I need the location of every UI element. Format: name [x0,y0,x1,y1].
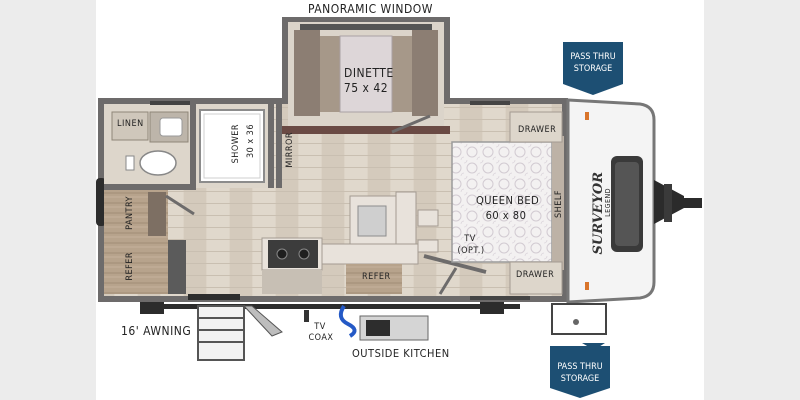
shelf [552,136,564,270]
island-end [395,191,417,247]
spare-tire [96,178,106,226]
window [470,101,510,105]
stabilizer [140,302,164,314]
badge-bottom-line2: STORAGE [560,374,600,384]
front-window-glass [615,162,639,246]
badge-pointer [582,343,605,350]
burner [276,248,288,260]
marker-light [585,282,589,290]
burner [298,248,310,260]
badge-bottom-line1: PASS THRU [557,362,603,372]
stabilizer [480,302,504,314]
pass-thru-badge-top [563,42,623,95]
label-drawer-top: DRAWER [518,125,557,135]
label-shelf: SHELF [554,190,564,219]
marker-light [585,112,589,120]
label-tv-opt: (OPT.) [457,246,485,256]
label-linen: LINEN [117,119,144,129]
label-pantry: PANTRY [125,196,135,230]
kitchen-hose [338,304,357,338]
outside-griddle [366,320,390,336]
pass-thru-door [551,303,607,335]
label-queen-bed-size: 60 x 80 [485,209,527,222]
refer-door-left [168,240,186,294]
label-outside-kitchen: OUTSIDE KITCHEN [352,347,450,360]
galley-sink [357,205,387,237]
entry-door-swing [438,267,458,295]
dinette-seat-left [294,30,320,116]
jack [664,184,672,222]
linen-cabinet [111,111,149,141]
shower-wall [268,104,274,188]
label-tv-coax-2: COAX [308,333,334,343]
coupler [684,198,702,208]
label-shower: SHOWER [231,124,241,164]
label-shower-size: 30 x 36 [246,124,256,159]
pantry-door-swing [165,194,195,216]
drawer-top [509,111,563,143]
island-counter-bottom [321,243,419,265]
label-dinette-size: 75 x 42 [343,81,389,95]
toilet-tank [125,155,135,171]
window [470,296,530,300]
dinette-table [339,35,393,113]
mirror-wall [276,104,282,188]
label-refer-left: REFER [125,252,135,281]
label-panoramic-window: PANORAMIC WINDOW [308,2,433,16]
label-drawer-bottom: DRAWER [516,270,555,280]
dinette-seat-right [412,30,438,116]
shower-pan-inner [203,113,261,179]
shower-pan [199,109,265,183]
window [150,101,190,105]
pass-thru-badge-bottom [550,346,610,398]
label-queen-bed: QUEEN BED [476,194,540,207]
side-cabinet [417,239,439,253]
dinette-wall [282,126,450,134]
tv-arm [423,254,487,274]
door-opening [188,294,240,300]
badge-top-line2: STORAGE [573,64,613,74]
tv-coax-port [304,310,309,322]
grab-handle [242,305,283,337]
refer-cabinet-left [104,240,168,294]
pantry-door [148,192,166,236]
label-dinette: DINETTE [344,66,394,80]
panoramic-window-frame [300,24,432,30]
label-tv: TV [464,234,476,244]
label-awning: 16' AWNING [121,324,192,338]
badge-top-line1: PASS THRU [570,52,616,62]
entry-steps [197,305,245,361]
toilet [139,150,177,176]
label-mirror: MIRROR [285,132,295,168]
queen-bed [451,141,553,263]
galley-cabinet [262,270,322,294]
label-tv-coax-1: TV [314,322,326,332]
drawer-bottom [509,261,563,295]
refer-cabinet-center [346,264,402,294]
lav-sink [159,117,183,137]
brand-logo-sub: LEGEND [604,188,612,217]
side-cabinet [417,209,439,227]
bath-wall [104,184,196,190]
bath-wall [190,104,196,188]
awning-rail [140,304,520,309]
label-refer-center: REFER [362,272,391,282]
cooktop [268,240,318,268]
door-swing [391,114,431,134]
